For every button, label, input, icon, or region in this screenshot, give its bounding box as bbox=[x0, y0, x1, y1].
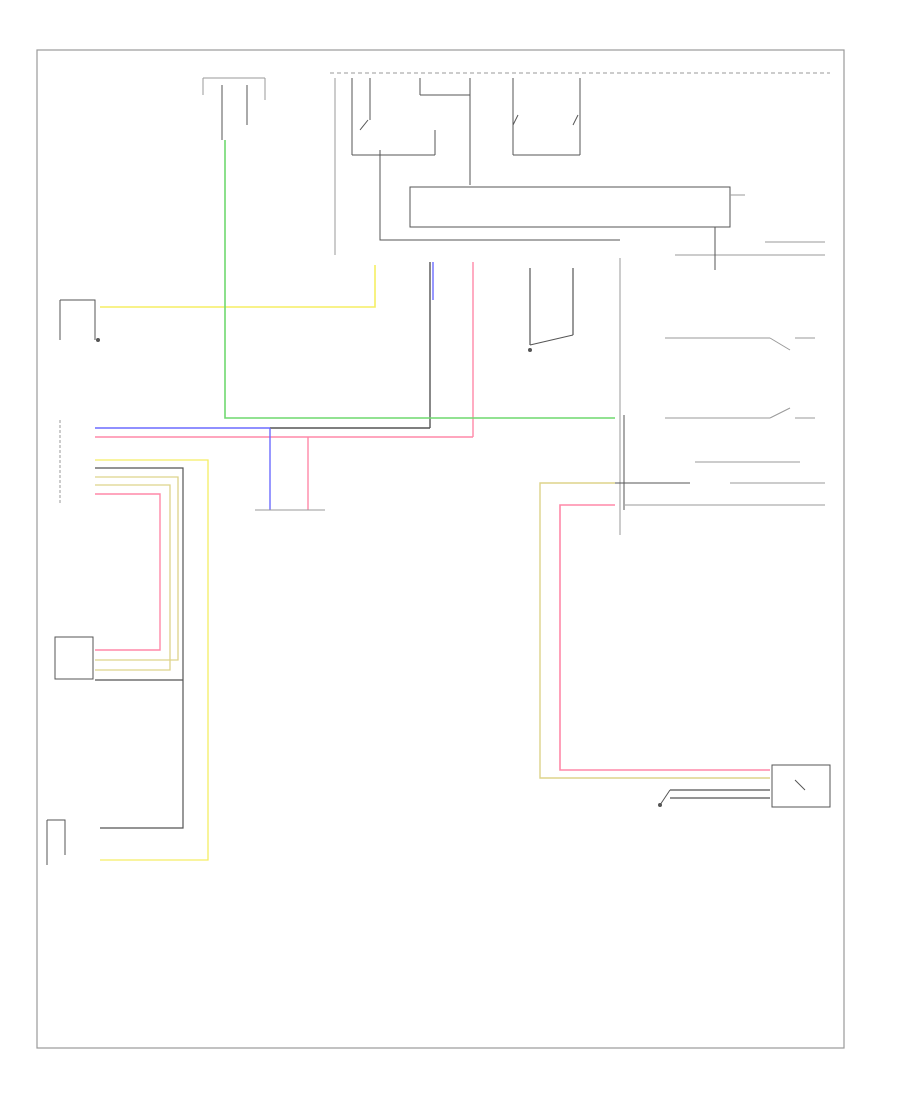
wire-yellow-sensor bbox=[100, 265, 376, 308]
sensor-top-left bbox=[59, 299, 96, 340]
wire-green bbox=[224, 140, 615, 419]
ecm-box bbox=[409, 186, 731, 228]
pressure-sensor-box bbox=[54, 636, 94, 680]
temp-sensor bbox=[46, 819, 66, 865]
fan-relay-module bbox=[625, 227, 825, 506]
diagram-frame bbox=[36, 49, 845, 1049]
wire-tan-right bbox=[539, 482, 770, 779]
wire-tan-2 bbox=[95, 484, 171, 671]
wire-yellow-pale-long bbox=[95, 459, 209, 861]
wire-pink-right bbox=[559, 504, 770, 771]
fuse-block-left bbox=[202, 77, 266, 140]
wire-black-long bbox=[95, 467, 184, 829]
relay-box-left bbox=[351, 78, 471, 185]
wire-tan-1 bbox=[95, 476, 179, 661]
ecm-bracket bbox=[379, 150, 620, 241]
wire-pink-2 bbox=[95, 493, 161, 651]
relay-box-right bbox=[512, 78, 581, 156]
fan-switch-box bbox=[771, 764, 831, 808]
ground-point bbox=[528, 348, 532, 352]
